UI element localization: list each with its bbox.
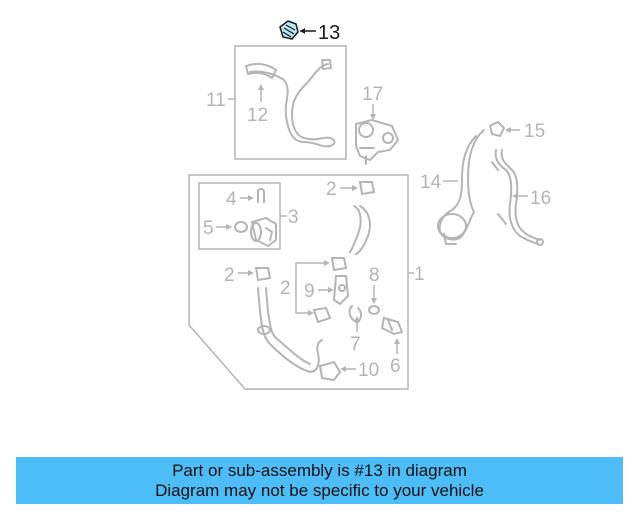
label-4: 4	[226, 189, 237, 210]
arrow-17	[370, 114, 376, 120]
label-6: 6	[390, 356, 401, 377]
part-2-clip-bracket-top[interactable]	[330, 257, 348, 272]
label-16: 16	[530, 188, 551, 209]
part-2-clip-left[interactable]	[254, 267, 272, 282]
info-banner: Part or sub-assembly is #13 in diagram D…	[16, 457, 623, 504]
arrow-8	[371, 298, 377, 304]
label-2-left: 2	[224, 265, 235, 286]
label-17: 17	[362, 84, 383, 105]
arrow-7	[354, 316, 360, 322]
part-10-cap[interactable]	[318, 360, 342, 382]
label-13: 13	[318, 22, 340, 44]
part-2-clip-bracket-bottom[interactable]	[312, 306, 332, 324]
part-13-clip[interactable]	[279, 20, 299, 40]
arrow-9	[328, 287, 334, 293]
label-9: 9	[304, 281, 315, 302]
arrow-5	[226, 224, 232, 230]
leader-2-bracket	[295, 262, 328, 314]
label-14: 14	[420, 172, 442, 193]
label-5: 5	[203, 218, 214, 239]
label-2-bracket: 2	[280, 278, 291, 299]
part-1-hose-lower[interactable]	[257, 287, 323, 373]
part-5-oring[interactable]	[234, 221, 248, 233]
label-3: 3	[288, 207, 299, 228]
label-2-top: 2	[326, 179, 337, 200]
arrow-2-bracket-bottom	[308, 310, 314, 316]
label-1: 1	[414, 264, 425, 285]
part-4-clip[interactable]	[257, 188, 265, 203]
part-1-hose-upper[interactable]	[349, 205, 371, 255]
part-6-sensor[interactable]	[380, 316, 404, 336]
arrow-13	[300, 28, 305, 34]
part-14-hose[interactable]	[437, 129, 485, 245]
arrow-6	[394, 338, 400, 344]
part-8-oring[interactable]	[368, 305, 380, 315]
assembly-box-1	[188, 174, 409, 390]
part-2-clip-top[interactable]	[358, 181, 376, 196]
assembly-box-11	[234, 45, 347, 160]
arrow-2-left	[248, 270, 254, 276]
arrow-10	[340, 366, 346, 372]
part-16-pipe[interactable]	[491, 149, 544, 246]
arrow-2-bracket-top	[324, 260, 330, 266]
label-10: 10	[358, 360, 379, 381]
arrow-2-top	[352, 185, 358, 191]
part-17-pump[interactable]	[355, 118, 400, 165]
label-8: 8	[369, 265, 380, 286]
label-11: 11	[206, 90, 226, 111]
label-12: 12	[247, 105, 268, 126]
arrow-15	[505, 127, 511, 133]
part-15-clip[interactable]	[488, 120, 506, 138]
part-3-fitting[interactable]	[250, 216, 277, 248]
banner-line-2: Diagram may not be specific to your vehi…	[155, 480, 484, 500]
label-15: 15	[524, 121, 545, 142]
arrow-4	[248, 195, 254, 201]
arrow-16	[512, 193, 518, 199]
banner-line-1: Part or sub-assembly is #13 in diagram	[172, 460, 467, 480]
part-11-hose[interactable]	[245, 59, 336, 148]
label-7: 7	[350, 334, 361, 355]
part-9-valve[interactable]	[332, 275, 350, 306]
arrow-12	[258, 84, 264, 90]
